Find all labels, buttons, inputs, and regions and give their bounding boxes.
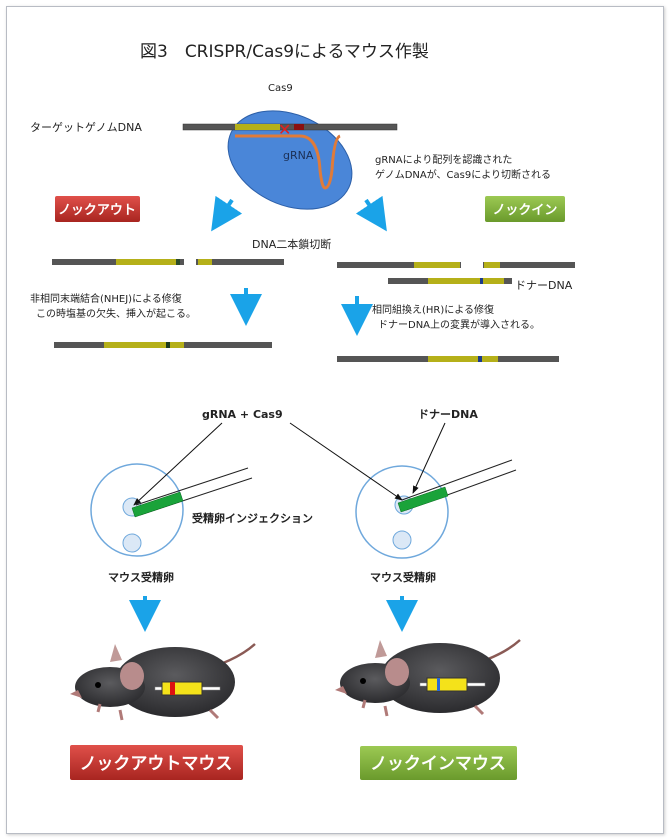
cut-mark-icon: ✕ [278,120,291,139]
donor-dna-label: ドナーDNA [515,279,573,292]
figure-title: 図3 CRISPR/Cas9によるマウス作製 [140,42,429,62]
egg-label-right: マウス受精卵 [370,570,436,584]
injection-label: 受精卵インジェクション [192,511,313,525]
arrow-down-left-icon [211,195,243,232]
pam-site [294,124,304,130]
repaired-dna-hr [337,356,559,362]
grna-label: gRNA [283,149,314,162]
target-dna-strand [182,123,398,131]
knockin-tag [485,196,565,222]
cas9-label: Cas9 [268,83,293,94]
nhej-text-line2: この時塩基の欠失、挿入が起こる。 [36,307,196,320]
hr-text-line2: ドナーDNA上の変異が導入される。 [378,318,540,331]
arrow-down-right-icon [355,195,387,232]
target-dna-label: ターゲットゲノムDNA [30,121,142,134]
pronucleus [392,530,412,550]
donor-dna [388,278,512,284]
cut-dna-left [52,259,284,265]
knockout-mouse-image [70,643,256,721]
pronucleus [122,533,142,553]
pointer-arrow [289,422,403,501]
knockout-tag-label: ノックアウト [58,203,136,218]
pointer-arrow [133,422,223,506]
injection-donor-label: ドナーDNA [418,408,478,421]
knockin-mouse-tag [360,746,517,780]
injection-needle-right [397,459,517,513]
pointer-arrow [412,422,446,494]
injection-grna-cas9-label: gRNA + Cas9 [202,408,283,421]
cut-dna-right [337,262,575,268]
knockout-mouse-label: ノックアウトマウス [80,754,233,774]
injection-needle-left [131,467,253,518]
nhej-text-line1: 非相同末端結合(NHEJ)による修復 [30,292,182,305]
knockin-mouse-image [335,639,521,717]
grna-strand [235,134,341,190]
gene-knockin-marker [419,677,486,692]
cut-note-line2: ゲノムDNAが、Cas9により切断される [375,168,551,181]
target-sequence [235,124,280,130]
knockout-tag [55,196,140,222]
repaired-dna-nhej [54,342,272,348]
hr-text-line1: 相同組換え(HR)による修復 [372,303,494,316]
dsb-label: DNA二本鎖切断 [252,237,331,251]
gene-knockout-marker [154,681,221,696]
figure-frame [6,6,664,834]
knockin-tag-label: ノックイン [493,203,558,218]
egg-label-left: マウス受精卵 [108,570,174,584]
cut-note-line1: gRNAにより配列を認識された [375,153,512,166]
knockin-mouse-label: ノックインマウス [370,754,506,774]
knockout-mouse-tag [70,745,243,780]
